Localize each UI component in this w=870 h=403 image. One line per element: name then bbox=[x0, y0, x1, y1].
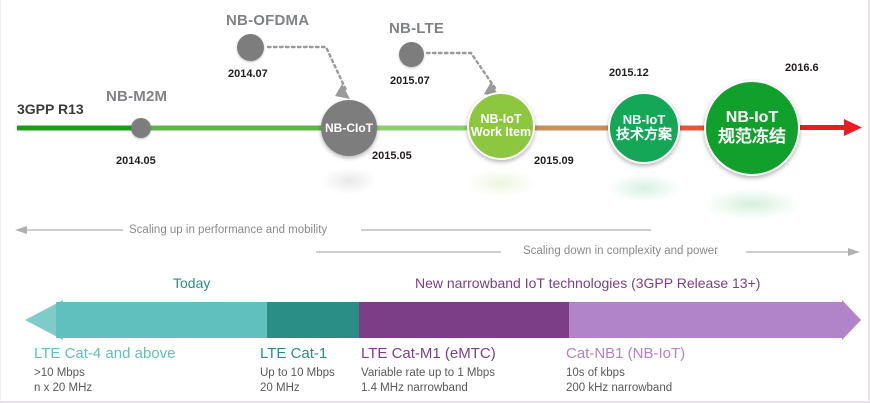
node-nb-ciot-label: NB-CIoT bbox=[325, 120, 373, 135]
node-nb-iot-work-item[interactable]: NB-IoT Work Item bbox=[467, 92, 535, 160]
date-nb-m2m: 2014.05 bbox=[116, 155, 156, 167]
category-sub-0: >10 Mbps n x 20 MHz bbox=[34, 366, 92, 396]
timeline-segment-1 bbox=[17, 125, 133, 131]
category-sub-3-line2: 200 kHz narrowband bbox=[566, 382, 673, 394]
node-nb-ciot[interactable]: NB-CIoT bbox=[321, 100, 377, 156]
timeline-segment-4 bbox=[534, 125, 610, 131]
category-sub-0-line1: >10 Mbps bbox=[34, 367, 85, 379]
node-nb-iot-wi-line1: NB-IoT bbox=[480, 111, 522, 126]
technology-band-bar bbox=[25, 300, 861, 340]
bottom-title-today: Today bbox=[173, 275, 211, 291]
label-nb-ofdma: NB-OFDMA bbox=[226, 12, 310, 29]
timeline-graphics bbox=[17, 45, 862, 136]
category-sub-2-line1: Variable rate up to 1 Mbps bbox=[361, 367, 496, 379]
node-nb-iot-wi-reflection bbox=[467, 169, 535, 197]
node-nb-m2m[interactable] bbox=[131, 118, 151, 138]
timeline-segment-5 bbox=[679, 125, 706, 131]
band-lte-cat-m1 bbox=[359, 302, 569, 338]
timeline-arrowhead bbox=[844, 119, 862, 136]
band-lte-cat1 bbox=[267, 302, 359, 338]
category-sub-1-line1: Up to 10 Mbps bbox=[260, 367, 335, 379]
category-name-2: LTE Cat-M1 (eMTC) bbox=[361, 345, 496, 362]
node-nb-ofdma[interactable] bbox=[237, 34, 264, 61]
date-nb-iot-ts: 2015.12 bbox=[609, 67, 649, 79]
category-name-1: LTE Cat-1 bbox=[260, 345, 328, 362]
category-sub-0-line2: n x 20 MHz bbox=[34, 382, 93, 394]
connector-ofdma-arrowhead bbox=[335, 84, 350, 99]
category-sub-3: 10s of kbps 200 kHz narrowband bbox=[566, 366, 672, 396]
timeline-segment-2 bbox=[151, 125, 323, 131]
band-cat-nb1 bbox=[569, 302, 842, 338]
node-nb-iot-fz-line1: NB-IoT bbox=[725, 109, 779, 127]
node-nb-iot-ts-reflection bbox=[608, 174, 680, 202]
timeline-start-label: 3GPP R13 bbox=[17, 101, 84, 117]
date-nb-ofdma: 2014.07 bbox=[228, 68, 268, 80]
node-nb-iot-wi-line2: Work Item bbox=[470, 125, 532, 139]
label-nb-lte: NB-LTE bbox=[389, 20, 445, 37]
timeline-segment-6 bbox=[798, 125, 848, 130]
bottom-title-new-narrowband: New narrowband IoT technologies (3GPP Re… bbox=[415, 275, 761, 291]
band-lte-cat4 bbox=[56, 302, 267, 338]
date-nb-iot-wi: 2015.09 bbox=[534, 155, 574, 167]
band-right-arrowhead bbox=[842, 300, 861, 340]
connector-lte-to-workitem bbox=[425, 51, 497, 90]
category-sub-2-line2: 1.4 MHz narrowband bbox=[361, 382, 468, 394]
node-nb-iot-tech-solution[interactable]: NB-IoT 技术方案 bbox=[608, 92, 680, 164]
scaling-down-label: Scaling down in complexity and power bbox=[523, 245, 718, 257]
timeline-segment-3 bbox=[376, 125, 471, 131]
scaling-arrows bbox=[15, 222, 860, 261]
date-nb-iot-fz: 2016.6 bbox=[785, 62, 819, 74]
category-sub-2: Variable rate up to 1 Mbps 1.4 MHz narro… bbox=[361, 366, 495, 396]
category-sub-1-line2: 20 MHz bbox=[260, 382, 300, 394]
node-nb-iot-fz-line2: 规范冻结 bbox=[718, 127, 786, 147]
category-name-0: LTE Cat-4 and above bbox=[34, 345, 176, 362]
node-nb-ciot-reflection bbox=[321, 167, 377, 195]
label-nb-m2m: NB-M2M bbox=[106, 88, 168, 105]
connector-ofdma-to-ciot bbox=[266, 45, 348, 92]
category-name-3: Cat-NB1 (NB-IoT) bbox=[566, 345, 686, 362]
node-nb-iot-ts-line2: 技术方案 bbox=[616, 126, 672, 143]
band-left-arrowhead bbox=[25, 300, 63, 340]
date-nb-lte: 2015.07 bbox=[390, 75, 430, 87]
node-nb-lte[interactable] bbox=[399, 42, 424, 67]
node-nb-iot-spec-frozen[interactable]: NB-IoT 规范冻结 bbox=[704, 80, 800, 176]
node-nb-iot-fz-reflection bbox=[704, 188, 800, 220]
category-sub-3-line1: 10s of kbps bbox=[566, 367, 625, 379]
category-sub-1: Up to 10 Mbps 20 MHz bbox=[260, 366, 335, 396]
node-nb-iot-ts-line1: NB-IoT bbox=[622, 112, 666, 128]
scaling-up-label: Scaling up in performance and mobility bbox=[129, 224, 328, 236]
date-nb-ciot: 2015.05 bbox=[372, 150, 412, 162]
